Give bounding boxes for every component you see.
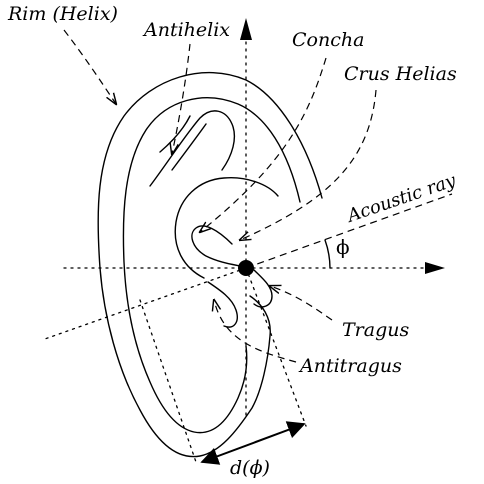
acoustic-ray-back — [42, 268, 246, 340]
label-concha: Concha — [292, 29, 364, 51]
label-antihelix: Antihelix — [142, 19, 230, 41]
vertical-axis-arrowhead — [240, 18, 252, 40]
distance-guide-left — [140, 300, 196, 462]
label-distance: d(ϕ) — [230, 457, 270, 479]
antihelix-fold — [150, 111, 234, 186]
ear-helix-inner — [123, 98, 300, 433]
phi-angle-arc — [325, 240, 330, 268]
label-antitragus: Antitragus — [298, 355, 402, 377]
ear-helix-rim — [98, 73, 322, 457]
concha-pointer — [200, 58, 326, 232]
label-crus-helias: Crus Helias — [344, 63, 457, 85]
tragus-pointer — [270, 286, 332, 320]
label-tragus: Tragus — [342, 319, 409, 341]
label-rim-helix: Rim (Helix) — [7, 3, 118, 25]
antihelix-branch — [160, 116, 190, 152]
rim-pointer — [64, 30, 116, 104]
label-phi: ϕ — [336, 235, 350, 259]
antitragus-pointer — [214, 300, 296, 362]
crus-helias-curve — [192, 226, 240, 266]
horizontal-axis-arrowhead — [425, 262, 445, 274]
label-acoustic-ray: Acoustic ray — [343, 170, 459, 228]
